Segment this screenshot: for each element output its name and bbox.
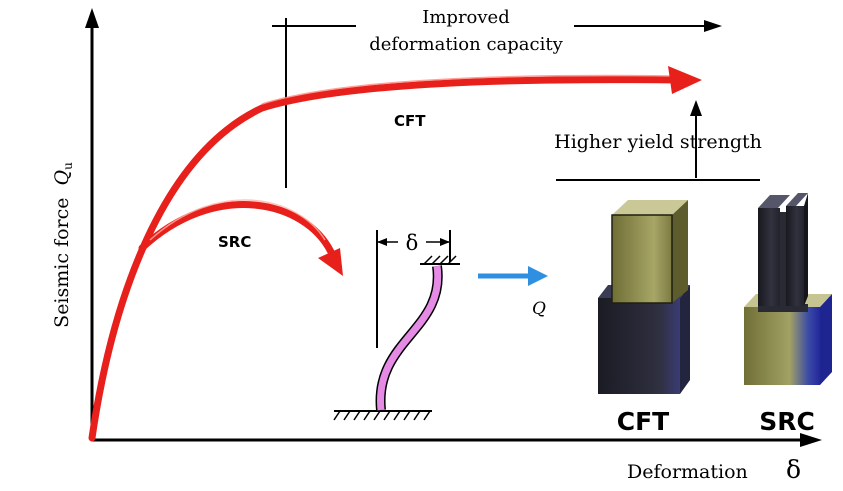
y-axis	[85, 8, 99, 440]
y-axis-title: Seismic force	[51, 198, 73, 328]
src-column-label: SRC	[759, 407, 815, 436]
x-axis-title: Deformation	[627, 461, 748, 483]
lateral-force-arrow	[478, 266, 548, 286]
force-label: Q	[532, 299, 546, 319]
column-sketch	[333, 230, 460, 421]
y-axis-symbol-sub: u	[61, 162, 75, 170]
higher-yield-label: Higher yield strength	[554, 131, 762, 153]
x-axis	[92, 433, 822, 447]
src-curve	[138, 199, 343, 276]
y-axis-symbol: Q	[51, 170, 73, 186]
cft-column-illustration	[598, 200, 690, 394]
improved-label-line2: deformation capacity	[369, 34, 563, 55]
src-curve-label: SRC	[218, 233, 251, 251]
y-axis-label: Seismic force Qu	[51, 162, 75, 328]
x-axis-symbol: δ	[786, 455, 801, 484]
cft-column-label: CFT	[617, 407, 669, 436]
svg-text:Seismic force Qu: Seismic force Qu	[51, 162, 75, 328]
improved-label-line1: Improved	[422, 7, 510, 28]
src-column-illustration	[744, 193, 832, 385]
higher-yield-annotation: Higher yield strength	[554, 100, 762, 181]
cft-curve-label: CFT	[394, 112, 426, 130]
cft-curve	[88, 66, 702, 442]
delta-label: δ	[406, 231, 419, 255]
improved-deformation-annotation: Improved deformation capacity	[272, 7, 722, 188]
